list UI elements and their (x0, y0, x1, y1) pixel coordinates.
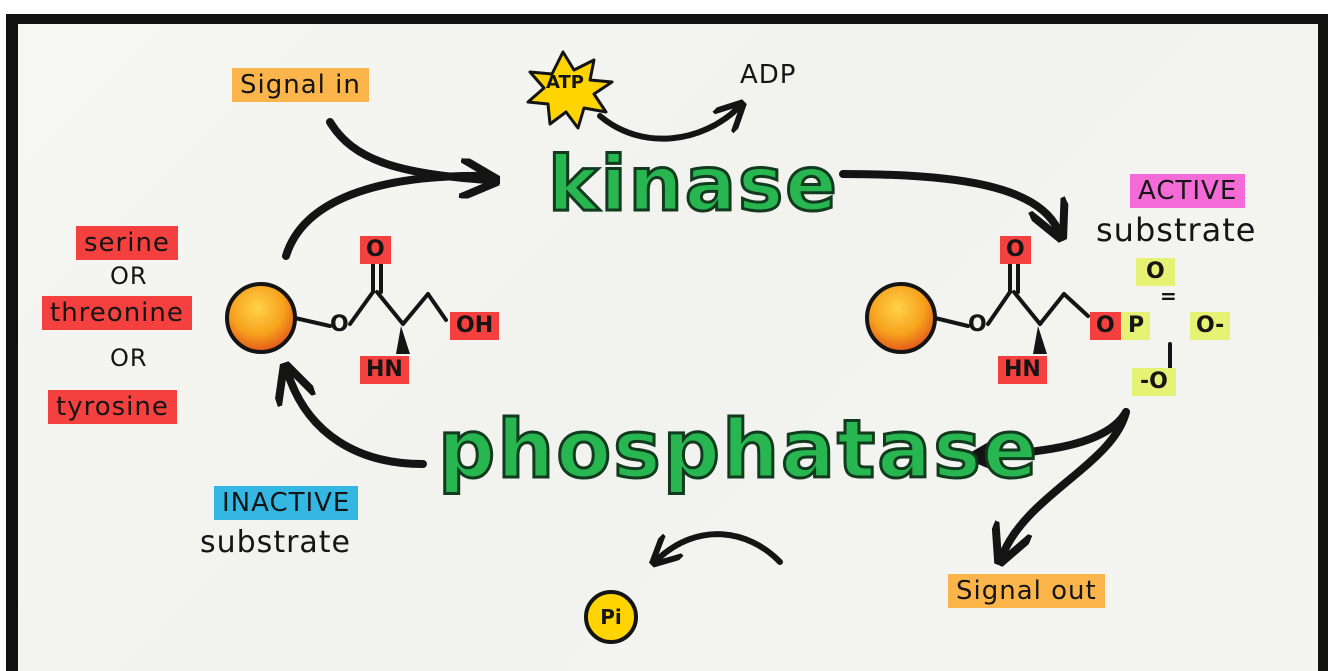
phosphate-bottom-o: -O (1132, 368, 1176, 396)
adp-label: ADP (740, 60, 797, 90)
arrows-group (282, 108, 1130, 562)
atp-label: ATP (546, 72, 585, 93)
phosphatase-to-inactive-arrow (288, 374, 427, 468)
phosphatase-to-pi-arrow (658, 531, 783, 562)
right-carbonyl-o: O (1000, 236, 1031, 264)
phosphatase-label: phosphatase (436, 403, 1040, 496)
tyrosine-label: tyrosine (48, 390, 177, 424)
right-hn: HN (998, 356, 1047, 384)
right-substrate-ball (865, 282, 937, 354)
right-wedge-bond (1033, 326, 1047, 354)
threonine-label: threonine (42, 296, 192, 330)
inactive-substrate-label: substrate (200, 525, 352, 560)
inactive-to-kinase-arrow (282, 171, 492, 260)
active-label: ACTIVE (1130, 174, 1246, 208)
kinase-to-active-arrow (839, 170, 1058, 230)
pi-icon: Pi (584, 590, 638, 644)
active-to-phosphatase-arrow (983, 408, 1130, 456)
diagram-drawing (225, 50, 1172, 671)
left-substrate-ball (225, 282, 297, 354)
active-to-signal-out-arrow (1003, 408, 1130, 554)
or-label-2: OR (110, 344, 148, 372)
left-wedge-bond (396, 326, 410, 354)
phosphorus-label: P (1122, 312, 1151, 340)
or-label-1: OR (110, 262, 148, 290)
signal-out-label: Signal out (948, 574, 1105, 608)
right-bridge-o: O (1090, 312, 1121, 340)
phosphate-double-bond: = (1160, 284, 1177, 308)
image-frame: Signal in ATP ADP kinase ACTIVE substrat… (6, 14, 1328, 671)
atp-to-adp-arrow (597, 108, 738, 142)
atp-burst-icon (526, 50, 614, 130)
left-hn: HN (360, 356, 409, 384)
serine-label: serine (76, 226, 178, 260)
right-ester-o: O (968, 312, 987, 337)
left-ester-o: O (330, 312, 349, 337)
pi-label: Pi (600, 605, 622, 629)
phosphate-top-o: O (1136, 258, 1175, 286)
inactive-label: INACTIVE (214, 486, 359, 520)
right-molecule-bonds (933, 262, 1172, 370)
phosphate-right-o: O- (1190, 312, 1231, 340)
active-substrate-label: substrate (1096, 211, 1257, 249)
diagram-canvas: Signal in ATP ADP kinase ACTIVE substrat… (18, 24, 1318, 671)
left-oh: OH (450, 312, 500, 340)
signal-in-label: Signal in (232, 68, 369, 102)
signal-in-arrow (326, 118, 488, 180)
left-molecule-bonds (293, 262, 448, 328)
kinase-label: kinase (547, 139, 839, 228)
left-carbonyl-o: O (360, 236, 391, 264)
